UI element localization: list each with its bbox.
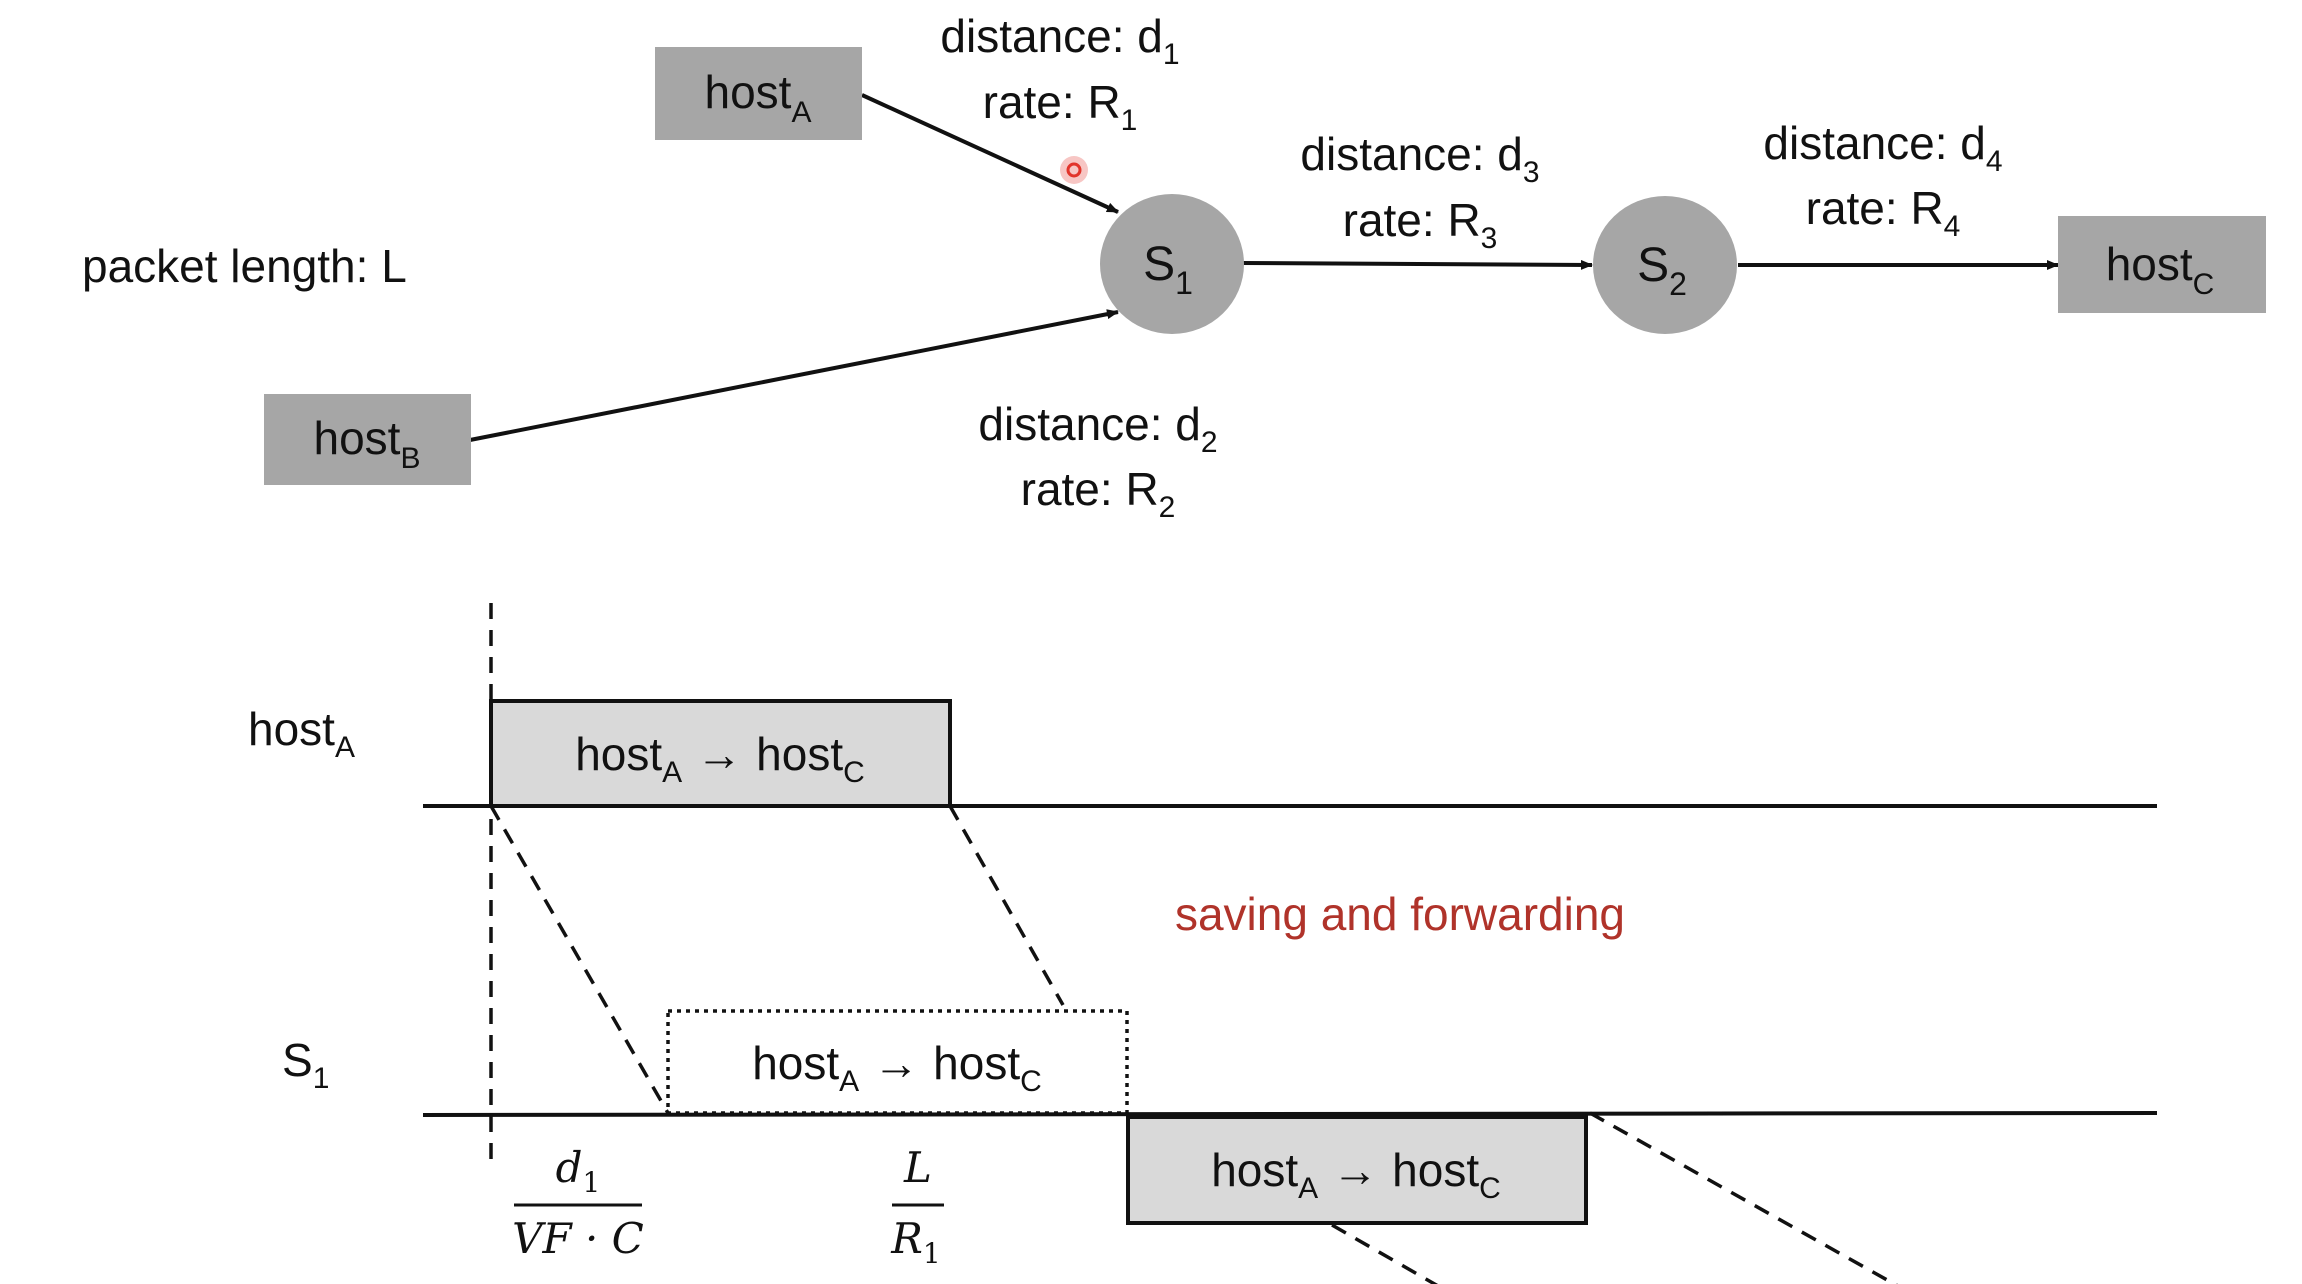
link-3-labels: distance: d3 rate: R3 (1300, 128, 1539, 255)
row-label-s1: S1 (282, 1034, 329, 1095)
svg-text:rate: R3: rate: R3 (1343, 194, 1498, 255)
svg-text:hostB: hostB (314, 412, 421, 475)
trans-delay-denominator: R (890, 1214, 923, 1263)
packet-3-dst: host (1392, 1144, 1479, 1196)
propagation-delay-formula: d1 VF · C (512, 1143, 644, 1263)
packet-2-src: host (752, 1037, 839, 1089)
packet-3-arrow-icon: → (1332, 1144, 1378, 1196)
svg-text:distance: d4: distance: d4 (1763, 117, 2002, 178)
link-2-labels: distance: d2 rate: R2 (978, 398, 1217, 524)
svg-text:distance: d1: distance: d1 (940, 10, 1179, 71)
host-c-sub: C (2193, 268, 2215, 301)
svg-text:d1: d1 (556, 1143, 601, 1199)
host-a-sub: A (791, 96, 811, 129)
row-s1-sub: 1 (313, 1062, 330, 1095)
link-hostB-s1 (469, 309, 1119, 442)
link-1-distance: distance: d (940, 10, 1162, 62)
propagation-leading-edge (489, 805, 670, 1114)
link-2-rate: rate: R (1021, 463, 1159, 515)
row-s1-base: S (282, 1034, 313, 1086)
prop-delay-numerator: d (556, 1143, 583, 1192)
transmission-delay-formula: L R1 (890, 1143, 944, 1270)
packet-2-dst: host (933, 1037, 1020, 1089)
row-label-host-a: hostA (248, 703, 355, 764)
svg-text:S1: S1 (1143, 238, 1193, 301)
store-forward-annotation: saving and forwarding (1175, 888, 1625, 940)
row-host-a-sub: A (335, 731, 355, 764)
host-c-label: host (2106, 238, 2193, 290)
host-a-node: hostA (655, 47, 862, 140)
link-2-distance-sub: 2 (1201, 426, 1218, 459)
svg-text:distance: d2: distance: d2 (978, 398, 1217, 459)
row-host-a-base: host (248, 703, 335, 755)
link-4-rate-sub: 4 (1944, 210, 1961, 243)
packet-s1-forward: hostA→hostC (1126, 1115, 1588, 1225)
svg-text:R1: R1 (890, 1214, 940, 1270)
packet-1-src-sub: A (662, 756, 682, 789)
switch-s2-node: S2 (1593, 196, 1737, 334)
svg-text:hostA→hostC: hostA→hostC (575, 728, 865, 789)
svg-text:S2: S2 (1637, 239, 1687, 302)
link-3-distance-sub: 3 (1523, 156, 1540, 189)
forward-propagation-leading (1331, 1223, 1439, 1284)
switch-s2-label: S (1637, 239, 1669, 292)
link-3-rate: rate: R (1343, 194, 1481, 246)
packet-1-src: host (575, 728, 662, 780)
link-1-rate: rate: R (983, 76, 1121, 128)
forward-propagation-trailing (1589, 1111, 1898, 1284)
prop-delay-numerator-sub: 1 (583, 1166, 601, 1199)
switch-s1-sub: 1 (1175, 265, 1193, 301)
svg-text:hostC: hostC (2106, 238, 2215, 301)
host-c-node: hostC (2058, 216, 2266, 313)
svg-text:hostA→hostC: hostA→hostC (1211, 1144, 1501, 1205)
link-4-labels: distance: d4 rate: R4 (1763, 117, 2002, 243)
packet-1-arrow-icon: → (696, 728, 742, 780)
svg-text:hostA→hostC: hostA→hostC (752, 1037, 1042, 1098)
link-1-rate-sub: 1 (1121, 104, 1138, 137)
link-3-distance: distance: d (1300, 128, 1522, 180)
packet-1-dst-sub: C (843, 756, 865, 789)
host-b-label: host (314, 412, 401, 464)
link-4-distance: distance: d (1763, 117, 1985, 169)
link-3-rate-sub: 3 (1481, 222, 1498, 255)
link-4-rate: rate: R (1806, 182, 1944, 234)
packet-3-src-sub: A (1298, 1172, 1318, 1205)
link-1-distance-sub: 1 (1163, 38, 1180, 71)
switch-s1-node: S1 (1100, 194, 1244, 334)
host-b-sub: B (400, 442, 420, 475)
trans-delay-numerator: L (903, 1143, 932, 1192)
prop-delay-denominator: VF · C (512, 1214, 644, 1263)
trans-delay-denominator-sub: 1 (923, 1237, 941, 1270)
packet-length-label: packet length: L (82, 240, 407, 292)
svg-text:distance: d3: distance: d3 (1300, 128, 1539, 189)
svg-text:rate: R1: rate: R1 (983, 76, 1138, 137)
packet-3-dst-sub: C (1479, 1172, 1501, 1205)
mouse-cursor-indicator (1060, 156, 1088, 184)
svg-text:rate: R2: rate: R2 (1021, 463, 1176, 524)
propagation-trailing-edge (948, 805, 1065, 1006)
switch-s1-label: S (1143, 238, 1175, 291)
packet-2-arrow-icon: → (873, 1037, 919, 1089)
packet-host-a-transmit: hostA→hostC (489, 699, 952, 808)
link-hostA-s1 (861, 93, 1119, 214)
packet-1-dst: host (756, 728, 843, 780)
s1-timeline (422, 1111, 2158, 1117)
packet-2-dst-sub: C (1020, 1065, 1042, 1098)
packet-2-src-sub: A (839, 1065, 859, 1098)
switch-s2-sub: 2 (1669, 266, 1687, 302)
link-2-rate-sub: 2 (1159, 491, 1176, 524)
link-1-labels: distance: d1 rate: R1 (940, 10, 1179, 137)
packet-3-src: host (1211, 1144, 1298, 1196)
link-2-distance: distance: d (978, 398, 1200, 450)
packet-s1-receive: hostA→hostC (666, 1009, 1129, 1115)
host-b-node: hostB (264, 394, 471, 485)
host-a-label: host (705, 66, 792, 118)
svg-text:rate: R4: rate: R4 (1806, 182, 1961, 243)
link-4-distance-sub: 4 (1986, 145, 2003, 178)
link-s1-s2 (1241, 259, 1593, 270)
svg-text:hostA: hostA (705, 66, 812, 129)
